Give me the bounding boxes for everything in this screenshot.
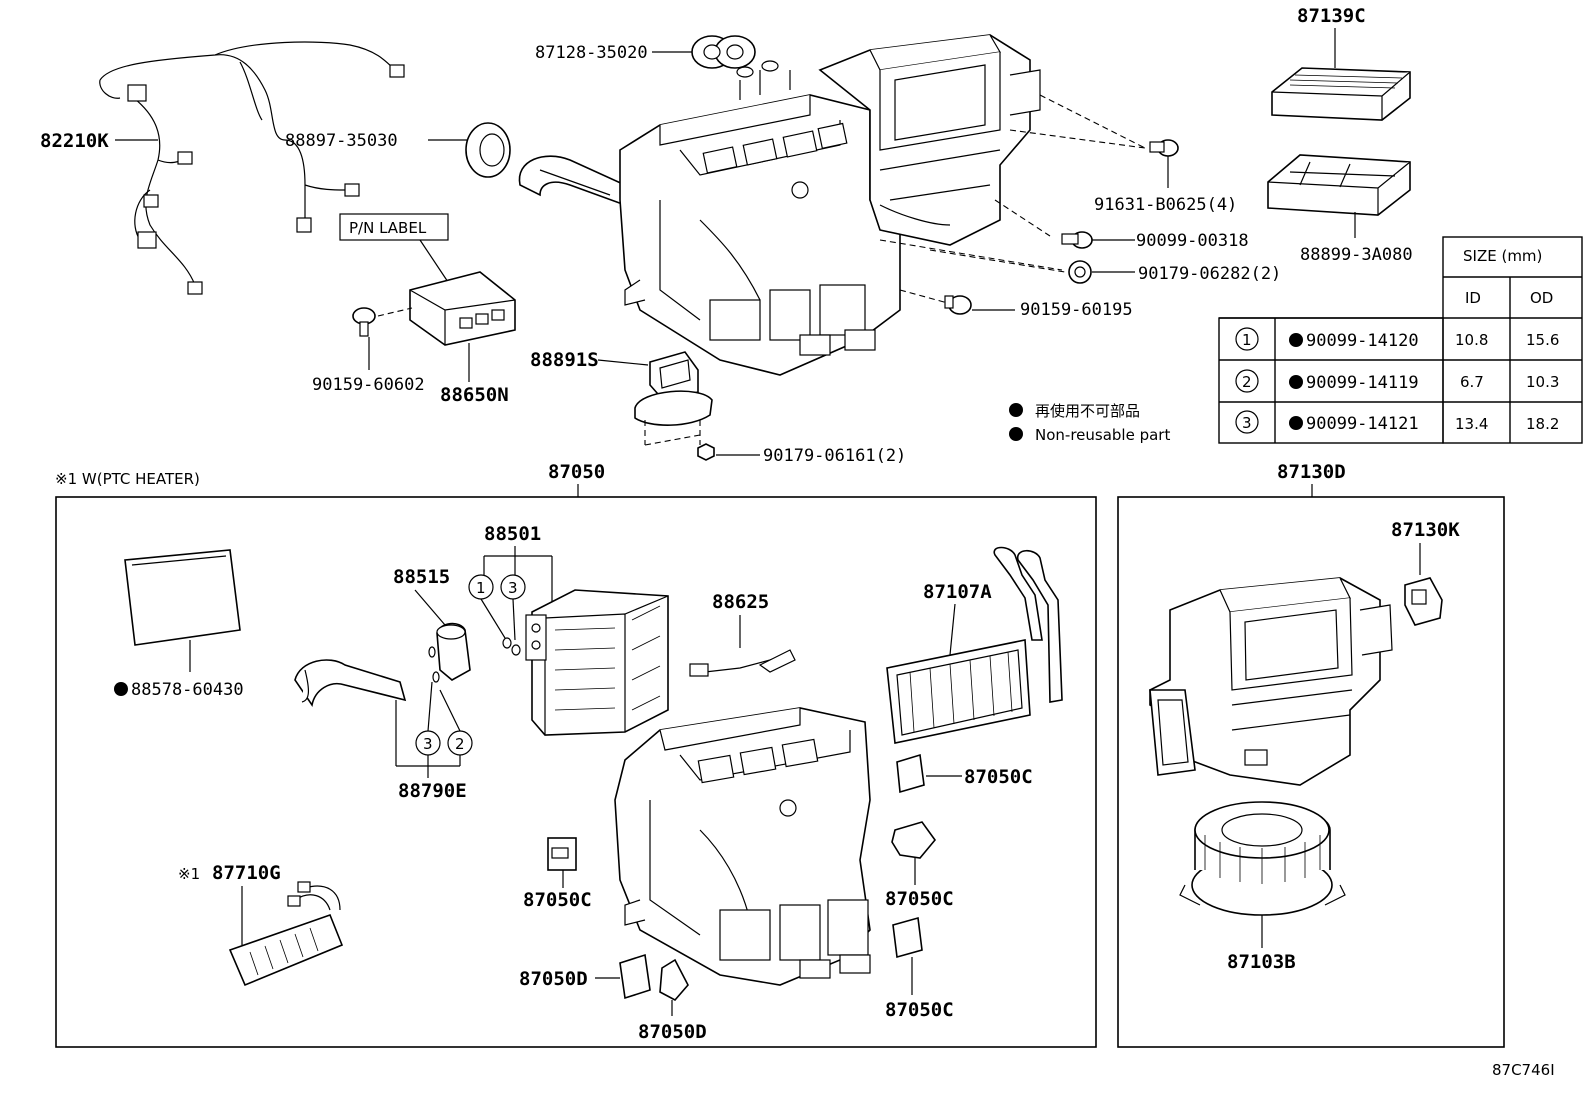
blower-case-87130D — [1149, 577, 1393, 786]
evaporator-88501 — [525, 589, 669, 736]
legend-en: Non-reusable part — [1035, 426, 1170, 444]
label-90159-60195: 90159-60195 — [1020, 300, 1133, 320]
bolt-91631 — [1149, 139, 1179, 157]
row1-no: 1 — [1242, 331, 1252, 349]
seal-87050C-2 — [547, 837, 577, 871]
label-88625: 88625 — [712, 591, 769, 613]
label-87050C-4: 87050C — [885, 999, 954, 1021]
label-88899-3A080: 88899-3A080 — [1300, 245, 1413, 265]
servo-87130K — [1404, 577, 1443, 626]
label-87107A: 87107A — [923, 581, 992, 603]
blower-motor-87103B — [1179, 801, 1346, 916]
row2-od: 10.3 — [1526, 373, 1559, 391]
box-87130D — [1117, 496, 1505, 1048]
filter-87139C — [1271, 67, 1411, 121]
valve-88515 — [436, 622, 471, 681]
nonreusable-dot-icon — [1289, 416, 1303, 430]
nonreusable-dot-icon — [1289, 333, 1303, 347]
servo-88891S — [634, 351, 713, 426]
row2-id: 6.7 — [1460, 373, 1484, 391]
row1-od: 15.6 — [1526, 331, 1559, 349]
label-87128-35020: 87128-35020 — [535, 43, 648, 63]
label-88650N: 88650N — [440, 384, 509, 406]
label-90099-00318: 90099-00318 — [1136, 231, 1249, 251]
row3-id: 13.4 — [1455, 415, 1488, 433]
size-table-title: SIZE (mm) — [1463, 247, 1542, 265]
row1-part: 90099-14120 — [1306, 331, 1419, 351]
label-87130K: 87130K — [1391, 519, 1460, 541]
label-87050D-1: 87050D — [519, 968, 588, 990]
wire-harness-82210K — [99, 41, 405, 295]
label-90179-06161: 90179-06161(2) — [763, 446, 906, 466]
pipe-88790E — [294, 659, 407, 708]
screw-90159-60195 — [944, 295, 972, 315]
seal-87050C-4 — [892, 916, 923, 959]
legend-jp: 再使用不可部品 — [1035, 402, 1140, 420]
nut-90179-06282 — [1068, 260, 1092, 284]
row3-no: 3 — [1242, 414, 1252, 432]
label-87103B: 87103B — [1227, 951, 1296, 973]
filter-88899 — [1267, 154, 1411, 216]
circle-1-88501: 1 — [476, 579, 486, 597]
nonreusable-dot-icon — [1009, 427, 1023, 441]
label-87710G: 87710G — [212, 862, 281, 884]
circle-3-88790E: 3 — [423, 735, 433, 753]
label-88891S: 88891S — [530, 349, 599, 371]
size-table-col-id: ID — [1465, 289, 1481, 307]
label-87139C: 87139C — [1297, 5, 1366, 27]
screw-90099-00318 — [1061, 231, 1093, 249]
label-87050D-2: 87050D — [638, 1021, 707, 1043]
label-87050C-3: 87050C — [885, 888, 954, 910]
nonreusable-dot-icon — [114, 682, 128, 696]
row3-part: 90099-14121 — [1306, 414, 1419, 434]
pn-label-text: P/N LABEL — [349, 219, 427, 237]
ac-unit-assembly-top — [518, 34, 1041, 376]
nonreusable-dot-icon — [1289, 375, 1303, 389]
seal-87050C-1 — [896, 753, 925, 794]
ptc-heater-87710G — [228, 881, 344, 987]
circle-2-88790E: 2 — [455, 735, 465, 753]
seal-87050D-2 — [659, 958, 689, 1002]
thermistor-88625 — [689, 649, 796, 677]
circle-3-88501: 3 — [508, 579, 518, 597]
label-90179-06282: 90179-06282(2) — [1138, 264, 1281, 284]
computer-88650N — [409, 271, 516, 346]
label-88578-60430: 88578-60430 — [131, 680, 244, 700]
hvac-case-87050 — [614, 707, 871, 986]
seal-88897 — [465, 122, 511, 178]
row3-od: 18.2 — [1526, 415, 1559, 433]
label-88515: 88515 — [393, 566, 450, 588]
pn-label-box — [339, 213, 449, 241]
nonreusable-dot-icon — [1009, 403, 1023, 417]
row1-id: 10.8 — [1455, 331, 1488, 349]
ptc-heater-note: ※1 W(PTC HEATER) — [55, 470, 200, 488]
row2-no: 2 — [1242, 373, 1252, 391]
size-table-col-od: OD — [1530, 289, 1553, 307]
label-88897-35030: 88897-35030 — [285, 131, 398, 151]
label-88501: 88501 — [484, 523, 541, 545]
label-91631-B0625: 91631-B0625(4) — [1094, 195, 1237, 215]
diagram-ref-number: 87C746I — [1492, 1061, 1555, 1079]
nut-90179-06161 — [697, 443, 715, 461]
label-82210K: 82210K — [40, 130, 109, 152]
seal-87050C-3 — [891, 821, 937, 859]
label-87050C-2: 87050C — [523, 889, 592, 911]
ptc-mark: ※1 — [178, 865, 200, 883]
screw-90159-60602 — [352, 307, 376, 337]
grommet-87128 — [691, 35, 756, 69]
heater-core-87107A — [886, 546, 1063, 744]
label-88790E: 88790E — [398, 780, 467, 802]
box-87050 — [55, 496, 1097, 1048]
label-87050C-1: 87050C — [964, 766, 1033, 788]
pad-88578 — [124, 549, 241, 646]
size-table: SIZE (mm) ID OD 1 90099-14120 10.8 15.6 … — [1218, 236, 1583, 444]
label-87050: 87050 — [548, 461, 605, 483]
seal-87050D-1 — [619, 953, 651, 1000]
row2-part: 90099-14119 — [1306, 373, 1419, 393]
label-90159-60602: 90159-60602 — [312, 375, 425, 395]
label-87130D: 87130D — [1277, 461, 1346, 483]
